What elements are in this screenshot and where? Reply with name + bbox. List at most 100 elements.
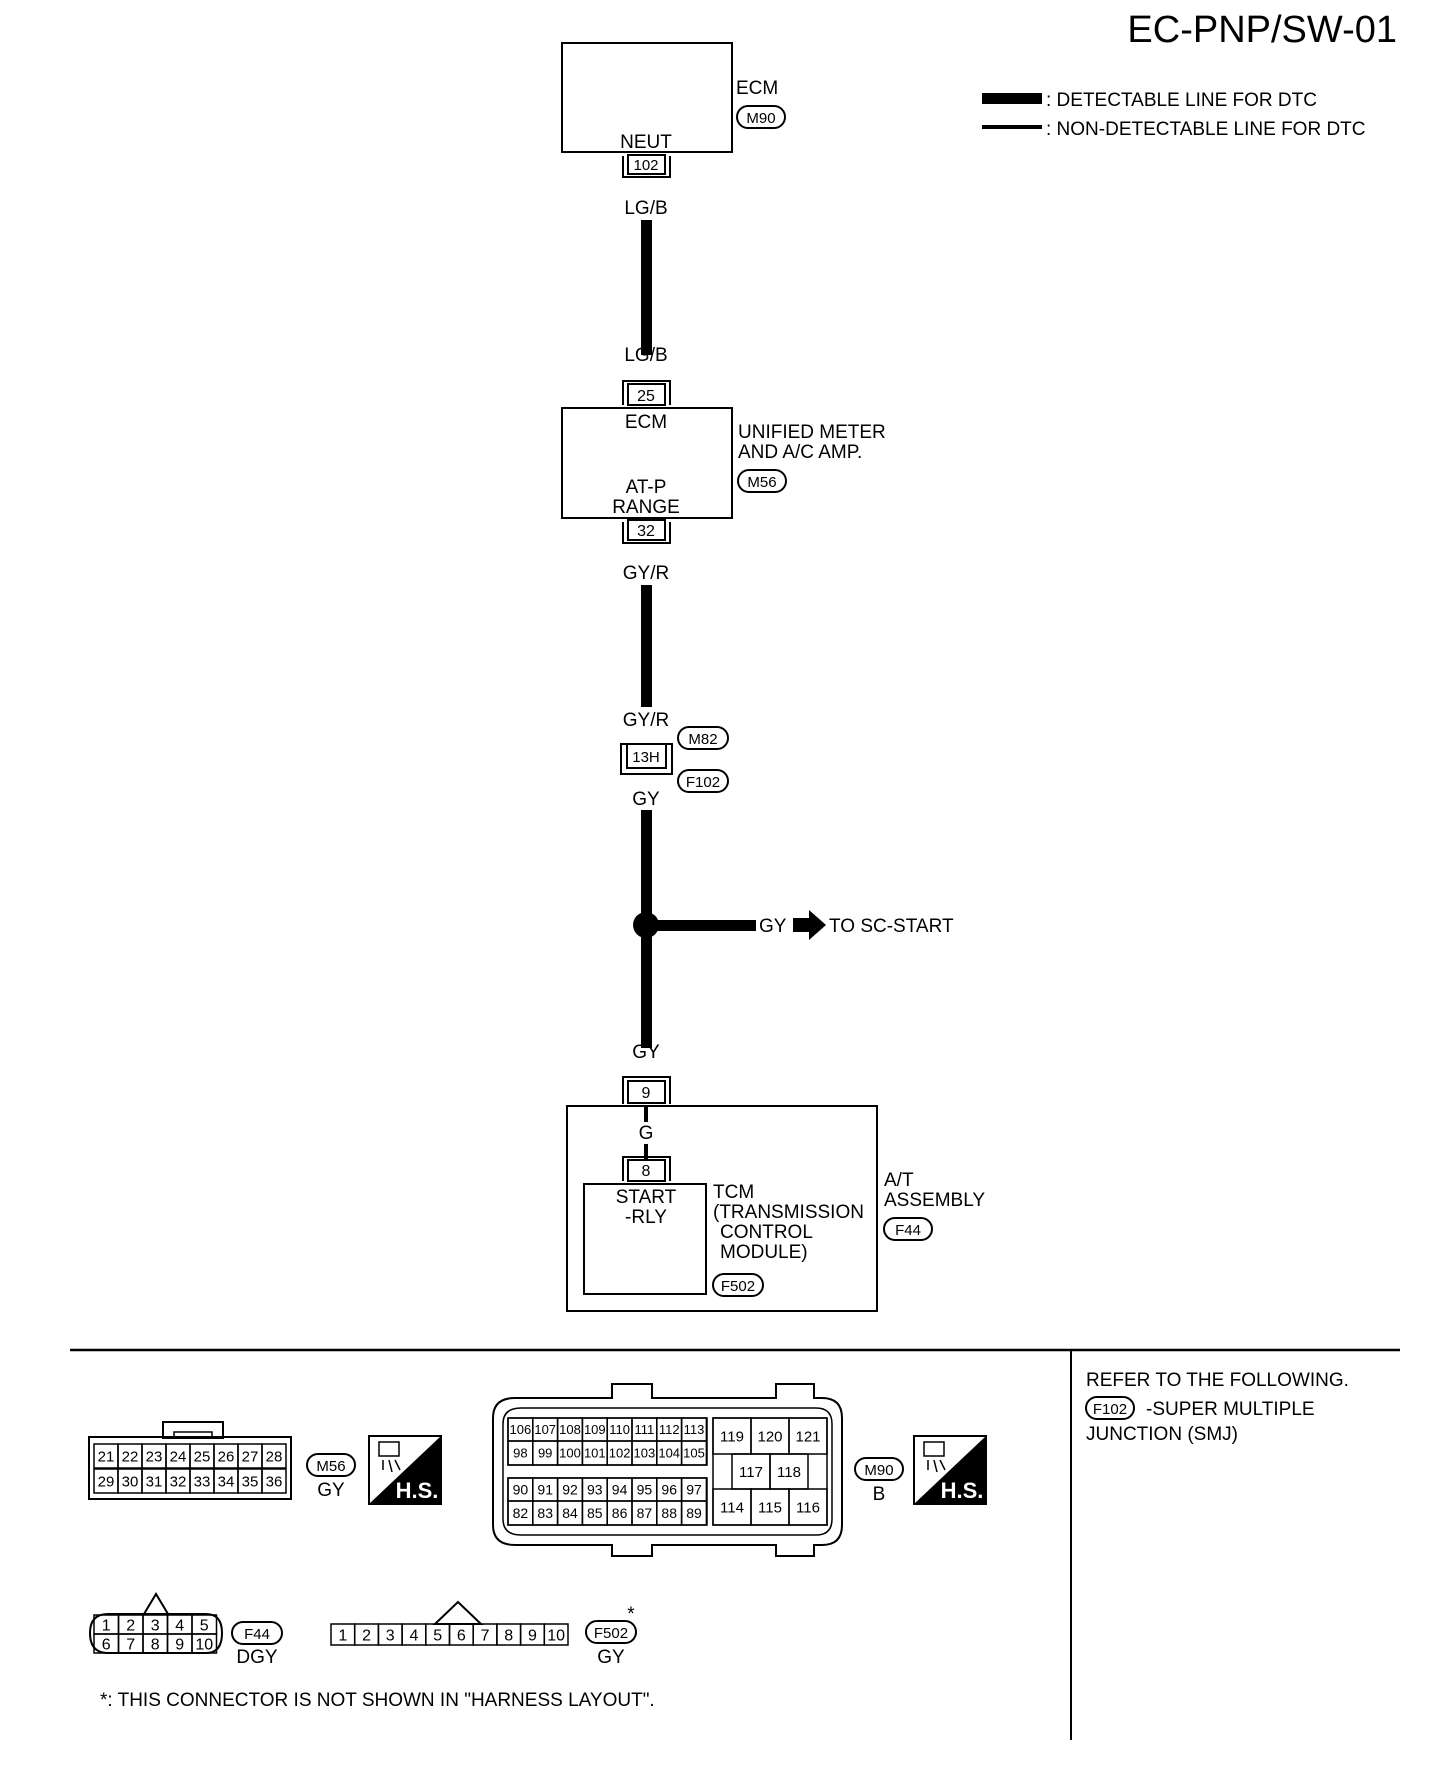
- pin-number: 100: [559, 1446, 581, 1461]
- svg-text:H.S.: H.S.: [941, 1478, 984, 1503]
- pin-number: 87: [637, 1505, 653, 1521]
- tcm-connector-tag: [712, 1273, 764, 1297]
- joint-terminal-box: [626, 743, 667, 769]
- meter-terminal-in: 25: [637, 388, 655, 405]
- tcm-terminal-box: [627, 1159, 666, 1182]
- pin-number: 93: [587, 1482, 603, 1498]
- pin-number: 106: [510, 1422, 532, 1437]
- joint-connector-top-tag: [677, 726, 729, 750]
- meter-label-1: UNIFIED METER: [738, 422, 886, 443]
- pin-number: 25: [194, 1448, 211, 1465]
- pin-number: 101: [584, 1446, 606, 1461]
- joint-connector-bottom: F102: [686, 774, 720, 791]
- smj-text-2: JUNCTION (SMJ): [1086, 1424, 1238, 1445]
- m56-name: M56: [316, 1458, 345, 1475]
- pin-number: 2: [126, 1617, 135, 1634]
- pin-number: 109: [584, 1422, 606, 1437]
- pin-number: 90: [513, 1482, 529, 1498]
- at-inner-wire-label: G: [639, 1123, 654, 1144]
- pin-number: 28: [266, 1448, 283, 1465]
- at-assembly-box: [566, 1105, 878, 1312]
- pin-number: 120: [757, 1428, 782, 1445]
- page-id: EC-PNP/SW-01: [1127, 9, 1397, 51]
- pin-number: 88: [661, 1505, 677, 1521]
- pin-number: 121: [795, 1428, 820, 1445]
- wire-label-joint-in: GY/R: [623, 710, 669, 731]
- meter-terminal-out-box: [627, 519, 666, 541]
- pin-number: 30: [122, 1473, 139, 1490]
- pin-cell: [191, 1633, 218, 1654]
- tcm-label-3: CONTROL: [720, 1222, 813, 1243]
- ecm-box: [561, 42, 733, 153]
- pin-number: 97: [686, 1482, 702, 1498]
- pin-number: 116: [796, 1499, 820, 1516]
- ecm-label: ECM: [736, 78, 778, 99]
- pin-number: 84: [562, 1505, 578, 1521]
- at-label-2: ASSEMBLY: [884, 1190, 985, 1211]
- tcm-terminal: 8: [642, 1163, 651, 1180]
- f502-color: GY: [597, 1647, 625, 1668]
- m90-tag: [854, 1457, 904, 1481]
- wire-lgb: [641, 220, 652, 355]
- pin-number: 91: [537, 1482, 553, 1498]
- pin-number: 110: [609, 1422, 630, 1437]
- legend-detectable-text: : DETECTABLE LINE FOR DTC: [1046, 90, 1317, 111]
- pin-number: 1: [102, 1617, 111, 1634]
- pin-number: 33: [194, 1473, 211, 1490]
- pin-number: 105: [683, 1446, 705, 1461]
- pin-number: 3: [151, 1617, 160, 1634]
- branch-arrow-icon: [793, 910, 826, 940]
- pin-number: 98: [513, 1446, 527, 1461]
- wire-branch: [646, 920, 756, 931]
- pin-number: 21: [98, 1448, 115, 1465]
- legend-non-detectable-text: : NON-DETECTABLE LINE FOR DTC: [1046, 119, 1366, 140]
- ecm-connector-tag: [736, 105, 786, 129]
- tcm-connector-id: F502: [721, 1278, 755, 1295]
- pin-number: 5: [433, 1627, 442, 1644]
- meter-terminal-in-name: ECM: [625, 412, 667, 433]
- joint-connector-top: M82: [688, 731, 717, 748]
- pin-number: 95: [637, 1482, 653, 1498]
- f502-name: F502: [594, 1625, 628, 1642]
- at-label-1: A/T: [884, 1170, 914, 1191]
- ecm-terminal-name: NEUT: [620, 132, 672, 153]
- pin-cell: [261, 1443, 287, 1469]
- pin-number: 94: [612, 1482, 628, 1498]
- pin-number: 26: [218, 1448, 235, 1465]
- pin-number: 8: [504, 1627, 513, 1644]
- pin-number: 104: [658, 1446, 680, 1461]
- at-terminal-in-box: [627, 1080, 666, 1104]
- wire-label-meter-out: GY/R: [623, 563, 669, 584]
- joint-connector-bottom-tag: [677, 769, 729, 793]
- meter-terminal-out-name-1: AT-P: [626, 477, 667, 498]
- pin-cell: [261, 1468, 287, 1494]
- pin-cell: [680, 1500, 708, 1526]
- pin-number: 119: [720, 1428, 744, 1445]
- m90-color: B: [873, 1484, 886, 1505]
- pin-number: 10: [195, 1636, 213, 1653]
- pin-number: 36: [266, 1473, 283, 1490]
- wire-label-meter-in: LG/B: [624, 345, 667, 366]
- f502-asterisk: *: [627, 1604, 635, 1625]
- ecm-terminal-box: [627, 154, 666, 175]
- wire-label-ecm-out: LG/B: [624, 198, 667, 219]
- at-connector-id: F44: [895, 1222, 921, 1239]
- smj-connector-tag: [1085, 1396, 1135, 1420]
- refer-note: REFER TO THE FOLLOWING.: [1086, 1370, 1349, 1391]
- legend-non-detectable-swatch: [982, 125, 1042, 129]
- pin-number: 23: [146, 1448, 163, 1465]
- legend-detectable-swatch: [982, 93, 1042, 104]
- tcm-label-4: MODULE): [720, 1242, 808, 1263]
- pin-number: 107: [534, 1422, 556, 1437]
- tcm-label-1: TCM: [713, 1182, 754, 1203]
- svg-text:H.S.: H.S.: [396, 1478, 439, 1503]
- pin-number: 6: [457, 1627, 466, 1644]
- pin-number: 9: [528, 1627, 537, 1644]
- smj-text-1: -SUPER MULTIPLE: [1146, 1399, 1315, 1420]
- branch-wire-label: GY: [759, 916, 787, 937]
- pin-number: 8: [151, 1636, 160, 1653]
- pin-number: 7: [126, 1636, 135, 1653]
- meter-box: [561, 407, 733, 519]
